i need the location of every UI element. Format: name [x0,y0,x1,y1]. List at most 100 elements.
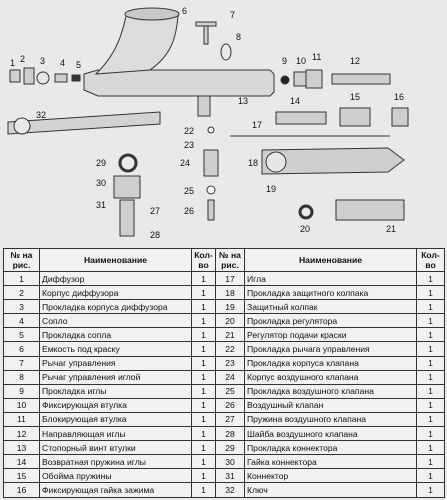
part-number: 5 [3,327,40,343]
part-qty: 1 [416,270,445,287]
part-name: Корпус диффузора [39,285,192,301]
part-name: Блокирующая втулка [39,411,192,428]
airbrush-body [83,7,275,117]
callout-8: 8 [236,32,241,42]
callout-17: 17 [252,120,262,130]
part-qty: 1 [416,285,445,301]
part-number: 30 [215,454,245,470]
part-name: Стопорный винт втулки [39,440,192,456]
callout-3: 3 [40,56,45,66]
part-number: 14 [3,454,40,470]
header-no-left: № на рис. [3,248,40,272]
part-name: Коннектор [244,468,417,484]
part-number: 20 [215,313,245,329]
part-name: Прокладка корпуса диффузора [39,299,192,315]
part-number: 27 [215,411,245,428]
callout-26: 26 [184,206,194,216]
part-qty: 1 [416,355,445,371]
callout-5: 5 [76,60,81,70]
part-qty: 1 [191,482,216,498]
part-qty: 1 [416,341,445,357]
part-number: 10 [3,397,40,413]
header-name-right: Наименование [244,248,417,272]
callout-6: 6 [182,6,187,16]
part-qty: 1 [416,468,445,484]
callout-29: 29 [96,158,106,168]
part-number: 29 [215,440,245,456]
part-name: Пружина воздушного клапана [244,411,417,428]
part-qty: 1 [416,440,445,456]
part-qty: 1 [416,369,445,385]
callout-2: 2 [20,54,25,64]
part-number: 7 [3,355,40,371]
part-name: Диффузор [39,270,192,287]
part-name: Защитный колпак [244,299,417,315]
part-number: 18 [215,285,245,301]
part-qty: 1 [191,397,216,413]
header-qty-left: Кол-во [191,248,216,272]
part-qty: 1 [416,397,445,413]
part-number: 31 [215,468,245,484]
part-name: Прокладка корпуса клапана [244,355,417,371]
part-qty: 1 [191,369,216,385]
part-number: 12 [3,426,40,442]
part-name: Корпус воздушного клапана [244,369,417,385]
part-name: Гайка коннектора [244,454,417,470]
callout-23: 23 [184,140,194,150]
part-qty: 1 [191,299,216,315]
part-number: 21 [215,327,245,343]
table-header-row: № на рис. Наименование Кол-во № на рис. … [3,248,445,272]
part-name: Обойма пружины [39,468,192,484]
part-qty: 1 [416,411,445,428]
part-name: Прокладка рычага управления [244,341,417,357]
callout-9: 9 [282,56,287,66]
callout-18: 18 [248,158,258,168]
part-qty: 1 [191,341,216,357]
part-number: 2 [3,285,40,301]
part-qty: 1 [191,454,216,470]
part-number: 25 [215,383,245,399]
nozzle-parts [9,67,81,85]
part-qty: 1 [191,285,216,301]
part-name: Прокладка регулятора [244,313,417,329]
part-name: Фиксирующая гайка зажима [39,482,192,498]
part-number: 32 [215,482,245,498]
part-number: 11 [3,411,40,428]
part-number: 8 [3,369,40,385]
parts-table: № на рис. Наименование Кол-во № на рис. … [3,248,445,498]
part-name: Емкость под краску [39,341,192,357]
part-number: 19 [215,299,245,315]
part-number: 15 [3,468,40,484]
callout-1: 1 [10,58,15,68]
callout-32: 32 [36,110,46,120]
part-name: Воздушный клапан [244,397,417,413]
part-name: Прокладка сопла [39,327,192,343]
part-name: Игла [244,270,417,287]
lever-parts [195,21,232,61]
part-name: Прокладка защитного колпака [244,285,417,301]
part-number: 6 [3,341,40,357]
header-no-right: № на рис. [215,248,245,272]
part-name: Фиксирующая втулка [39,397,192,413]
part-qty: 1 [191,313,216,329]
callout-25: 25 [184,186,194,196]
callout-10: 10 [296,56,306,66]
part-number: 17 [215,270,245,287]
part-name: Регулятор подачи краски [244,327,417,343]
part-name: Рычаг управления [39,355,192,371]
callout-7: 7 [230,10,235,20]
callout-16: 16 [394,92,404,102]
part-number: 22 [215,341,245,357]
part-name: Направляющая иглы [39,426,192,442]
part-name: Рычаг управления иглой [39,369,192,385]
